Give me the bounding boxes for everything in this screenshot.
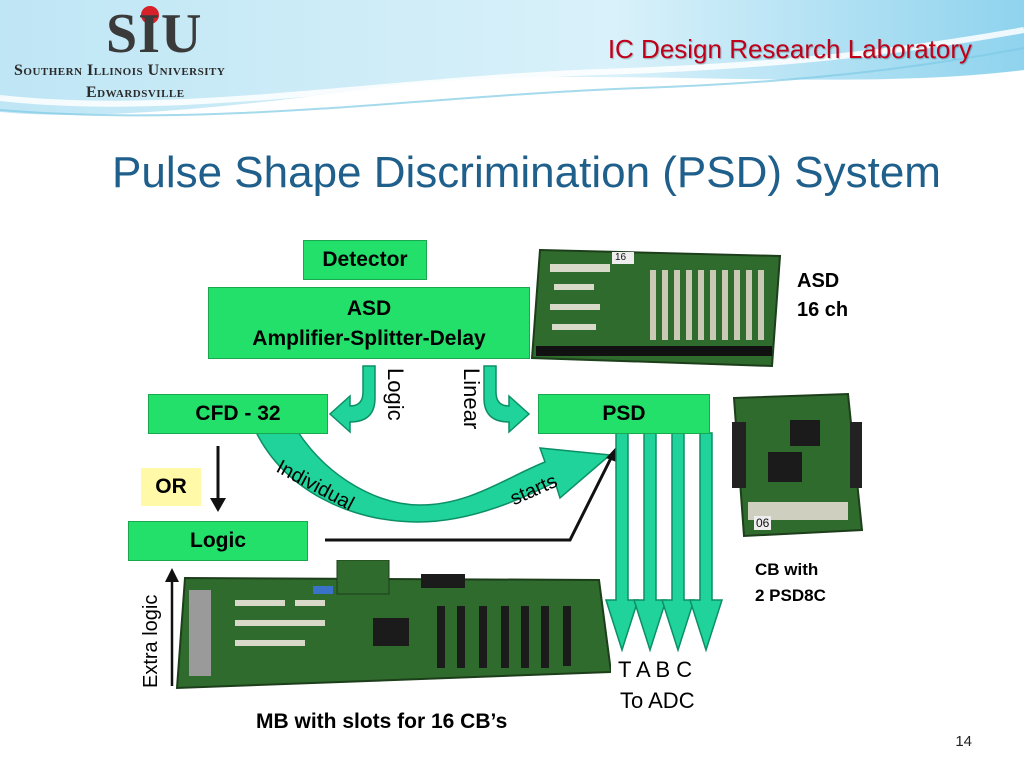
linear-arrow	[483, 365, 531, 434]
logic-arrow-label: Logic	[383, 368, 408, 421]
logic-arrow	[328, 365, 376, 434]
detector-box: Detector	[303, 240, 427, 280]
linear-arrow-label: Linear	[459, 368, 484, 430]
university-name-line2: Edwardsville	[86, 84, 185, 101]
extra-logic-arrowhead	[165, 568, 179, 582]
lab-name: IC Design Research Laboratory	[607, 34, 972, 64]
cb-caption-line2: 2 PSD8C	[755, 586, 826, 605]
or-box: OR	[141, 468, 201, 506]
logic-box: Logic	[128, 521, 308, 561]
siu-logo-dot-icon	[141, 6, 159, 24]
asd-box: ASD Amplifier-Splitter-Delay	[208, 287, 530, 359]
siu-logo-text: SIU	[106, 3, 203, 65]
psd-box: PSD	[538, 394, 710, 434]
cb-board-label: 06	[754, 516, 772, 530]
cb-board-image	[732, 392, 864, 538]
cfd-box: CFD - 32	[148, 394, 328, 434]
psd-output-arrows	[604, 432, 724, 653]
page-number: 14	[955, 733, 972, 750]
asd-caption-line1: ASD	[797, 270, 840, 292]
outputs-label: T A B C	[618, 657, 693, 682]
logic-psd-line	[325, 451, 616, 542]
asd-caption-line2: 16 ch	[797, 299, 849, 321]
mb-board-image	[175, 560, 611, 690]
mb-caption: MB with slots for 16 CB’s	[256, 710, 508, 733]
asd-board-image	[530, 248, 782, 368]
extra-logic-label: Extra logic	[140, 594, 162, 688]
asd-box-line2: Amplifier-Splitter-Delay	[252, 327, 486, 350]
university-name-line1: Southern Illinois University	[14, 62, 226, 79]
individual-starts-arc	[254, 431, 612, 523]
to-adc-label: To ADC	[620, 688, 695, 713]
asd-box-line1: ASD	[346, 297, 392, 320]
header-swoosh-decoration	[0, 0, 1024, 117]
slide-title: Pulse Shape Discrimination (PSD) System	[112, 148, 941, 197]
cfd-logic-arrowhead	[210, 498, 226, 512]
cb-caption-line1: CB with	[755, 560, 819, 579]
asd-board-label: 16	[615, 252, 627, 263]
